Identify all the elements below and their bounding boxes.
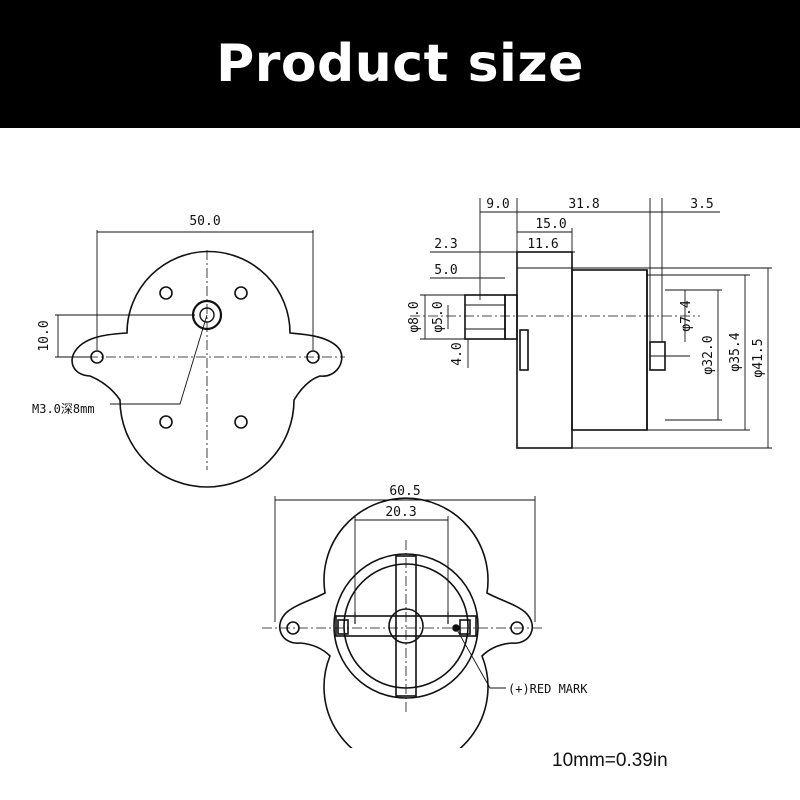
- rear-width-dim: 60.5: [389, 484, 420, 499]
- front-hole: [159, 415, 173, 429]
- front-outline: [71, 250, 343, 488]
- side-shaft-outer-dia: φ8.0: [407, 301, 422, 332]
- side-dim-15: 15.0: [535, 217, 566, 232]
- page-title: Product size: [216, 34, 584, 94]
- side-dim-11-6: 11.6: [527, 237, 558, 252]
- side-dia-7-4: φ7.4: [679, 300, 694, 331]
- side-dia-32: φ32.0: [701, 335, 716, 374]
- front-thread-note: M3.0深8mm: [32, 402, 95, 416]
- unit-conversion-note: 10mm=0.39in: [552, 750, 668, 771]
- front-hole: [234, 286, 248, 300]
- side-dim-31-8: 31.8: [568, 197, 599, 212]
- side-body: [516, 251, 573, 449]
- side-shaft: [464, 294, 506, 340]
- rear-view: [262, 496, 545, 748]
- front-offset-dim: 10.0: [37, 320, 52, 351]
- technical-drawing: 50.0 10.0 M3.0深8mm: [32, 197, 772, 748]
- front-width-dim: 50.0: [189, 214, 220, 229]
- side-dim-2-3: 2.3: [434, 237, 457, 252]
- front-hole: [234, 415, 248, 429]
- side-dim-4: 4.0: [450, 342, 465, 365]
- side-dim-5: 5.0: [434, 263, 457, 278]
- rear-inner-width-dim: 20.3: [385, 505, 416, 520]
- side-dia-41-5: φ41.5: [751, 338, 766, 377]
- side-dim-3-5: 3.5: [690, 197, 713, 212]
- side-view: [410, 198, 772, 449]
- side-dim-9: 9.0: [486, 197, 509, 212]
- red-mark-label: (+)RED MARK: [508, 682, 588, 696]
- side-shaft-inner-dia: φ5.0: [431, 301, 446, 332]
- side-dia-35-4: φ35.4: [728, 332, 743, 371]
- front-view: [55, 230, 345, 488]
- rear-outline: [278, 497, 534, 748]
- title-banner: Product size: [0, 0, 800, 128]
- front-hole: [159, 286, 173, 300]
